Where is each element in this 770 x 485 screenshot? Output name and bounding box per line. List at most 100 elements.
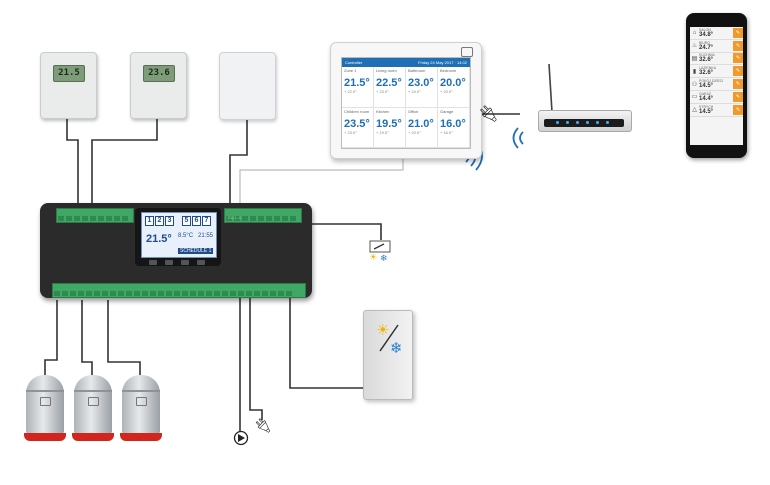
- zone-tile[interactable]: Living room 22.5°+ 23.0°: [374, 67, 406, 108]
- thermoelectric-actuator-3: [120, 375, 162, 445]
- panel-screen: Controller Friday 24 May 2017 · 14:02 Zo…: [341, 57, 471, 149]
- controller-button[interactable]: [197, 260, 205, 265]
- controller-button[interactable]: [181, 260, 189, 265]
- zone-number: 5: [182, 216, 191, 226]
- room-icon: ▤: [691, 55, 698, 62]
- zone-name: Bedroom: [440, 68, 457, 73]
- edit-icon[interactable]: ✎: [733, 79, 743, 90]
- plug-icon: 🔌︎: [254, 418, 272, 434]
- terminal-block-bottom: [52, 283, 306, 298]
- zone-name: Children room: [344, 108, 370, 114]
- edit-icon[interactable]: ✎: [733, 104, 743, 115]
- pump-icon: [233, 430, 249, 446]
- room-value: 32.6°: [699, 57, 714, 64]
- controller-set-temp: 8.5°C: [178, 233, 194, 239]
- room-label: STRYCH: [699, 104, 714, 109]
- zone-temp: 21.5°: [344, 77, 370, 89]
- wire-thermostat-1: [66, 118, 79, 207]
- room-icon: △: [692, 107, 697, 114]
- room-value: 24.7°: [699, 44, 714, 51]
- controller-lcd: 1 2 3 5 6 7 21.5° 8.5°C 21:55 SCHEDULE 1: [141, 212, 217, 258]
- room-label: LAZIENKA: [699, 66, 716, 71]
- zone-name: Office: [408, 108, 419, 114]
- thermoelectric-actuator-2: [72, 375, 114, 445]
- wire-power: [249, 298, 263, 420]
- room-label: KUCHNIA: [699, 53, 715, 58]
- wire-actuator-2: [81, 300, 93, 375]
- sun-icon: ☀: [369, 253, 378, 263]
- wire-panel-controller: [239, 157, 404, 207]
- router-led: [576, 121, 579, 124]
- room-value: 32.6°: [699, 70, 714, 77]
- room-value: 34.8°: [699, 31, 714, 38]
- relay-switch-icon: [369, 240, 391, 253]
- zone-number: 7: [202, 216, 211, 226]
- zone-number: 1: [145, 216, 154, 226]
- edit-icon[interactable]: ✎: [733, 40, 743, 51]
- controller-mode: SCHEDULE 1: [178, 248, 214, 254]
- room-label: GARAŻ: [699, 91, 712, 96]
- snowflake-icon: ❄: [380, 254, 388, 264]
- touch-control-panel: Controller Friday 24 May 2017 · 14:02 Zo…: [330, 42, 482, 159]
- zone-temp: 19.5°: [376, 117, 402, 130]
- zone-name: Zone 1: [344, 68, 357, 73]
- zone-temp: 23.0°: [408, 77, 434, 89]
- zone-name: Bathroom: [408, 68, 426, 73]
- zone-name: Garage: [440, 108, 454, 114]
- router-led: [556, 121, 559, 124]
- router-led: [596, 121, 599, 124]
- controller-time: 21:55: [198, 233, 214, 239]
- zone-name: Living room: [376, 68, 397, 73]
- wire-sensor: [229, 120, 248, 207]
- zone-set: + 23.0°: [376, 89, 389, 94]
- room-sensor: [219, 52, 276, 120]
- wire-relay: [312, 223, 382, 240]
- edit-icon[interactable]: ✎: [733, 91, 743, 102]
- terminal-block-top-left: [56, 208, 134, 223]
- zone-number: 6: [192, 216, 201, 226]
- room-value: 14.5°: [699, 83, 714, 90]
- edit-icon[interactable]: ✎: [733, 66, 743, 77]
- zone-tile[interactable]: Bedroom 20.0°+ 20.0°: [438, 67, 470, 108]
- wifi-router: [538, 106, 632, 132]
- main-controller: 1 2 3 5 6 7 21.5° 8.5°C 21:55 SCHEDULE 1…: [40, 203, 312, 298]
- wall-thermostat-1: 21.5: [40, 52, 97, 119]
- room-value: 14.5°: [699, 108, 714, 115]
- panel-header: Controller Friday 24 May 2017 · 14:02: [342, 58, 470, 67]
- zone-set: + 16.0°: [440, 129, 453, 135]
- edit-icon[interactable]: ✎: [733, 27, 743, 38]
- wire-actuator-3: [107, 300, 141, 375]
- wire-hcbox: [289, 298, 363, 389]
- zone-number: 2: [155, 216, 164, 226]
- zone-name: Kitchen: [376, 108, 390, 114]
- edit-icon[interactable]: ✎: [733, 53, 743, 64]
- router-front: [544, 119, 624, 127]
- room-label: POKÓJ DZIECI: [699, 79, 724, 84]
- room-label: BIURO: [699, 40, 711, 45]
- zone-temp: 20.0°: [440, 77, 466, 89]
- room-icon: ▭: [691, 94, 698, 101]
- panel-header-right: Friday 24 May 2017 · 14:02: [418, 60, 467, 65]
- plug-icon: 🔌︎: [478, 104, 499, 123]
- controller-button[interactable]: [149, 260, 157, 265]
- zone-temp: 22.5°: [376, 77, 402, 89]
- controller-button[interactable]: [165, 260, 173, 265]
- wire-thermostat-2: [91, 118, 158, 207]
- room-value: 14.4°: [699, 95, 714, 102]
- controller-display: 1 2 3 5 6 7 21.5° 8.5°C 21:55 SCHEDULE 1: [135, 208, 221, 266]
- zone-set: + 20.0°: [440, 89, 453, 94]
